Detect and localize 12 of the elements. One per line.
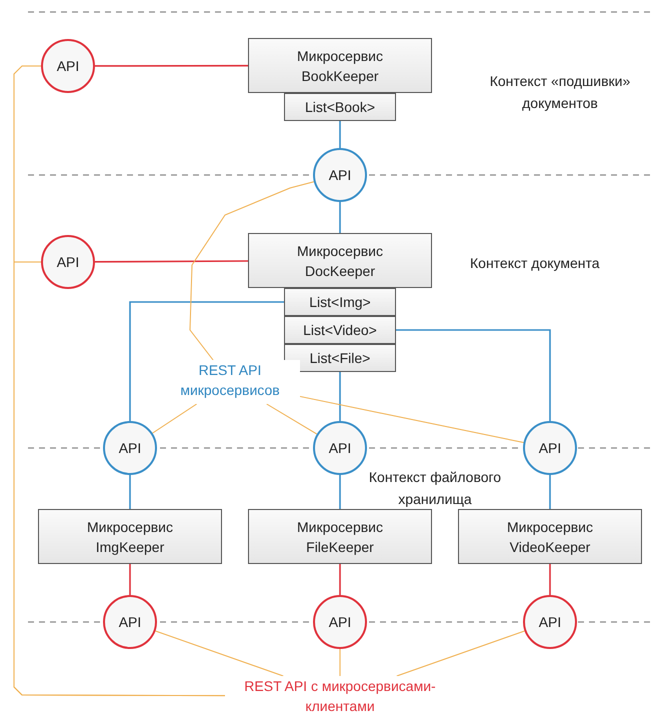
context-label: Контекст «подшивки» документов: [488, 72, 632, 113]
microservice-box: Микросервис ImgKeeper: [38, 509, 222, 564]
microservice-box: Микросервис BookKeeper: [248, 38, 432, 93]
list-box: List<Book>: [284, 93, 396, 121]
context-label: Контекст документа: [470, 254, 601, 273]
microservice-box: Микросервис FileKeeper: [248, 509, 432, 564]
list-box: List<File>: [284, 344, 396, 372]
list-box: List<Img>: [284, 288, 396, 316]
microservice-box: Микросервис DocKeeper: [248, 233, 432, 288]
context-label: Контекст файлового хранилища: [368, 468, 502, 509]
microservice-box: Микросервис VideoKeeper: [458, 509, 642, 564]
list-box: List<Video>: [284, 316, 396, 344]
